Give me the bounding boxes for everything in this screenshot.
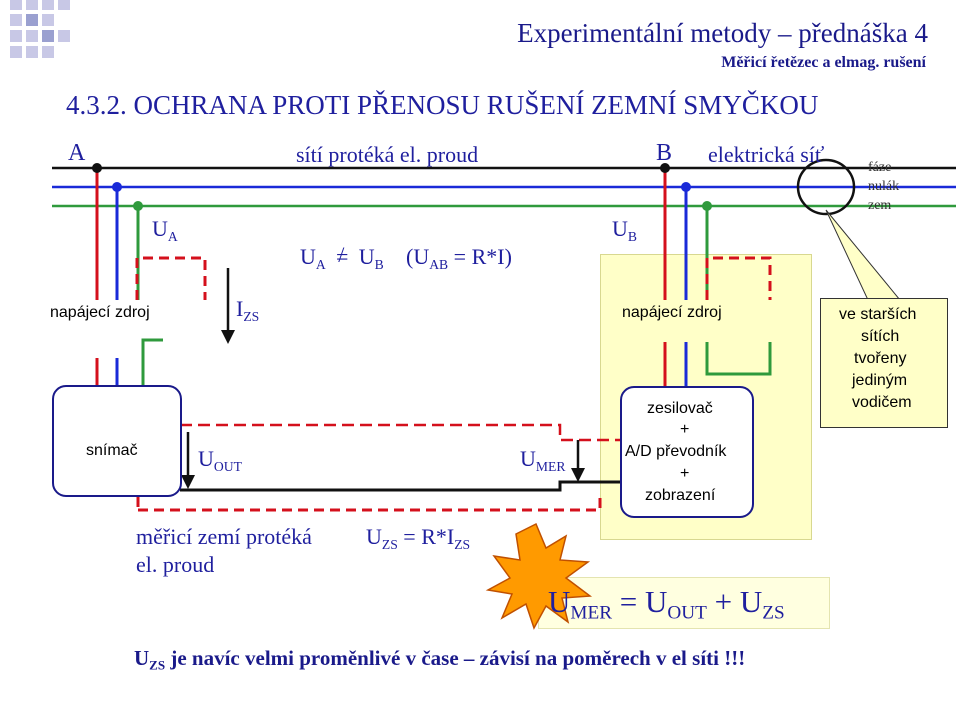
slide-header-title: Experimentální metody – přednáška 4 — [517, 18, 928, 48]
power-source-right-label: napájecí zdroj — [622, 304, 722, 321]
node-a-label: A — [68, 140, 86, 166]
callout-line-4: jediným — [852, 372, 908, 389]
callout-line-1: ve starších — [839, 306, 917, 323]
corner-decoration — [10, 0, 70, 58]
disturbance-flash — [485, 522, 593, 630]
amplifier-box — [620, 386, 754, 518]
amplifier-line-2: + — [680, 421, 690, 438]
uab-ohm-law: (UAB = R*I) — [406, 244, 512, 272]
ua-label: UA — [152, 216, 178, 244]
amplifier-line-3: A/D převodník — [625, 443, 727, 460]
legend-phase: fáze — [868, 160, 892, 175]
section-title: 4.3.2. OCHRANA PROTI PŘENOSU RUŠENÍ ZEMN… — [66, 90, 819, 120]
legend-neutral: nulák — [868, 179, 900, 194]
ub-label: UB — [612, 216, 637, 244]
slide-header-subtitle: Měřicí řetězec a elmag. rušení — [721, 54, 926, 71]
callout-older-grids — [820, 298, 948, 428]
formula-box — [538, 577, 830, 629]
callout-line-2: sítích — [861, 328, 900, 345]
ground-current-line-1: měřicí zemí protéká — [136, 524, 312, 549]
cable-bundle-circle — [796, 158, 856, 216]
amplifier-line-5: zobrazení — [645, 487, 716, 504]
sensor-box — [52, 385, 182, 497]
umer-label: UMER — [520, 446, 566, 474]
amplifier-line-1: zesilovač — [647, 400, 713, 417]
callout-line-3: tvořeny — [854, 350, 907, 367]
footer-note: UZS je navíc velmi proměnlivé v čase – z… — [134, 646, 746, 673]
uzs-equation: UZS = R*IZS — [366, 524, 471, 552]
power-source-left-label: napájecí zdroj — [50, 304, 150, 321]
net-current-label: sítí protéká el. proud — [296, 142, 479, 167]
callout-line-5: vodičem — [852, 394, 912, 411]
sensor-label: snímač — [86, 442, 138, 459]
electric-grid-label: elektrická síť — [708, 142, 825, 167]
node-b-label: B — [656, 140, 673, 166]
uout-label: UOUT — [198, 446, 242, 474]
legend-ground: zem — [868, 198, 892, 213]
ua-not-equal-ub: UA =/ UB — [300, 242, 384, 272]
izs-label: IZS — [236, 296, 260, 324]
amplifier-line-4: + — [680, 465, 690, 482]
main-formula: UMER = UOUT + UZS — [548, 584, 785, 624]
ground-current-line-2: el. proud — [136, 552, 215, 577]
